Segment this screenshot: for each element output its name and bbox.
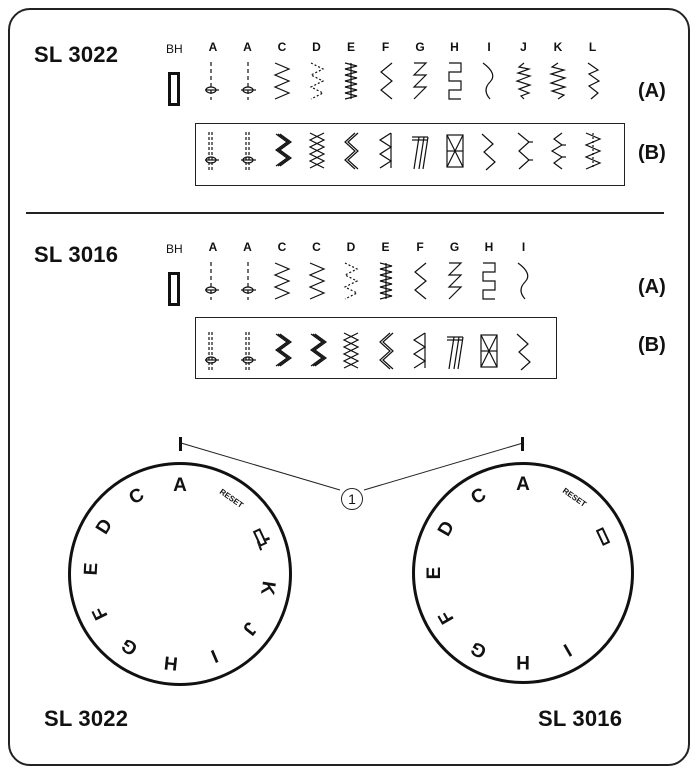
model-title-sl3022: SL 3022 — [34, 42, 119, 67]
stitch-letter: A — [243, 240, 252, 254]
zigzag-icon — [271, 260, 293, 302]
lightning-icon — [513, 330, 535, 372]
dial-letter: H — [162, 650, 179, 674]
row-b-box — [195, 317, 557, 379]
stitch-letter: C — [277, 240, 287, 254]
stitch-letter: J — [520, 40, 527, 54]
triple-zigzag-icon — [306, 330, 328, 372]
callout-1: 1 — [341, 488, 363, 510]
straight-stitch-left-icon — [202, 60, 224, 102]
straight-stitch-left-icon — [202, 260, 224, 302]
row-tag-a: (A) — [638, 80, 666, 102]
stitch-letter: F — [416, 240, 424, 254]
scallop-icon — [478, 60, 500, 102]
dial-letter: K — [255, 579, 279, 597]
rick-rack-icon — [375, 330, 397, 372]
stitch-letter: C — [277, 40, 287, 54]
cross-stitch-icon — [306, 130, 328, 172]
dial-letter: E — [424, 566, 445, 580]
straight-stitch-center-icon — [237, 60, 259, 102]
stitch-letter: G — [415, 40, 425, 54]
dotted-zigzag-icon — [340, 260, 362, 302]
shell-tuck-icon — [582, 60, 604, 102]
lightning-icon — [478, 130, 500, 172]
stitch-letter: L — [588, 40, 597, 54]
dial-letter: E — [80, 562, 103, 577]
pattern-dial-sl3016[interactable] — [412, 462, 634, 684]
bh-label: BH — [166, 42, 183, 56]
elastic-feather-icon — [582, 130, 604, 172]
feather-stitch-icon — [409, 330, 431, 372]
stitch-letter: A — [243, 40, 252, 54]
triple-zigzag-icon — [271, 330, 293, 372]
dotted-zigzag-icon — [306, 60, 328, 102]
stitch-letter: D — [312, 40, 321, 54]
model-title-sl3016: SL 3016 — [34, 242, 119, 267]
stitch-letter: H — [484, 240, 494, 254]
rick-rack-icon — [340, 130, 362, 172]
dial-letter: H — [516, 651, 530, 672]
triple-straight-center-icon — [237, 130, 259, 172]
elastic-blind-hem-icon — [409, 60, 431, 102]
overcast-icon — [478, 260, 500, 302]
ladder-icon — [409, 130, 431, 172]
buttonhole-icon — [168, 72, 180, 106]
dial-caption-sl3016: SL 3016 — [538, 706, 623, 731]
stitch-letter: E — [346, 40, 355, 54]
stitch-letter: D — [346, 240, 356, 254]
straight-stitch-center-icon — [237, 260, 259, 302]
dial-letter: A — [173, 475, 187, 496]
blind-hem-icon — [409, 260, 431, 302]
dial-indicator-left — [179, 437, 182, 451]
row-tag-a: (A) — [638, 276, 666, 298]
row-tag-b: (B) — [638, 334, 666, 356]
triple-straight-left-icon — [202, 130, 224, 172]
row-b-box — [195, 123, 625, 186]
stitch-letter: A — [208, 40, 218, 54]
feather-stitch-icon — [375, 130, 397, 172]
stitch-letter: K — [553, 40, 563, 54]
smocking-icon — [547, 130, 569, 172]
dial-indicator-right — [521, 437, 524, 451]
box-overlock-icon — [444, 130, 466, 172]
stitch-letter: E — [381, 240, 390, 254]
satin-zigzag-icon — [375, 260, 397, 302]
dial-letter: A — [516, 474, 530, 495]
satin-oval-icon — [547, 60, 569, 102]
pattern-dial-sl3022[interactable] — [68, 462, 292, 686]
stitch-letter: A — [208, 240, 218, 254]
arrow-feather-icon — [513, 130, 535, 172]
stitch-letter: I — [487, 40, 491, 54]
triple-zigzag-icon — [271, 130, 293, 172]
dial-caption-sl3022: SL 3022 — [44, 706, 129, 731]
triple-straight-center-icon — [237, 330, 259, 372]
triple-straight-left-icon — [202, 330, 224, 372]
stitch-letter: I — [521, 240, 526, 254]
leader-line-right — [363, 442, 524, 491]
section-divider — [26, 212, 664, 214]
scallop-icon — [513, 260, 535, 302]
ladder-icon — [444, 330, 466, 372]
bh-label: BH — [166, 242, 183, 256]
satin-diamond-icon — [513, 60, 535, 102]
stitch-letter: F — [381, 40, 390, 54]
overcast-icon — [444, 60, 466, 102]
page-frame — [8, 8, 690, 766]
zigzag-icon — [271, 60, 293, 102]
zigzag-icon — [306, 260, 328, 302]
cross-stitch-icon — [340, 330, 362, 372]
elastic-blind-hem-icon — [444, 260, 466, 302]
leader-line-left — [180, 442, 341, 491]
blind-hem-icon — [375, 60, 397, 102]
stitch-letter: H — [450, 40, 459, 54]
satin-zigzag-icon — [340, 60, 362, 102]
stitch-letter: C — [312, 240, 321, 254]
box-overlock-icon — [478, 330, 500, 372]
stitch-letter: G — [449, 240, 460, 254]
buttonhole-icon — [168, 272, 180, 306]
row-tag-b: (B) — [638, 142, 666, 164]
